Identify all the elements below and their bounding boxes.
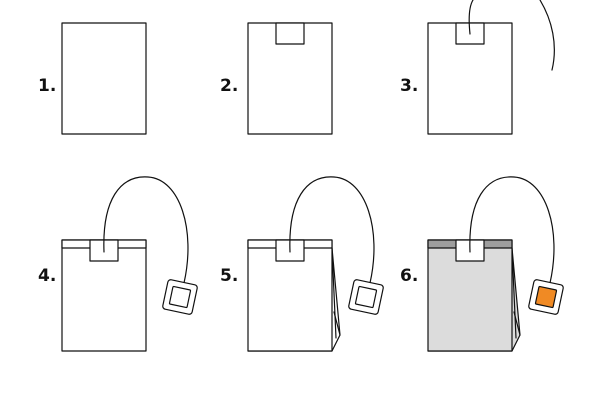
bag-fold-line (331, 247, 337, 339)
step-number-5: 5. (220, 266, 239, 286)
step-4-drawing (61, 176, 198, 352)
tea-string (469, 176, 555, 284)
step-number-3: 3. (400, 76, 419, 96)
step-2-drawing (247, 22, 333, 135)
tea-tag-inner (168, 285, 192, 309)
bag-fold-line (333, 311, 341, 336)
tea-tag (162, 279, 198, 315)
bag-fold-line (513, 311, 521, 336)
step-number-6: 6. (400, 266, 419, 286)
step-number-4: 4. (38, 266, 57, 286)
tea-string-end (539, 0, 555, 71)
step-6-drawing (427, 176, 564, 352)
step-3-drawing (427, 0, 555, 135)
step-5-drawing (247, 176, 384, 352)
tea-string (103, 176, 189, 284)
bag-fold-line (511, 247, 517, 339)
tea-string (289, 176, 375, 284)
bag-label (275, 22, 305, 45)
tea-tag (348, 279, 384, 315)
step-number-2: 2. (220, 76, 239, 96)
bag-body (61, 22, 147, 135)
tea-tag (528, 279, 564, 315)
tea-tag-inner (354, 285, 378, 309)
tea-tag-inner (534, 285, 558, 309)
step-number-1: 1. (38, 76, 57, 96)
tea-string (468, 0, 474, 35)
step-1-drawing (61, 22, 147, 135)
